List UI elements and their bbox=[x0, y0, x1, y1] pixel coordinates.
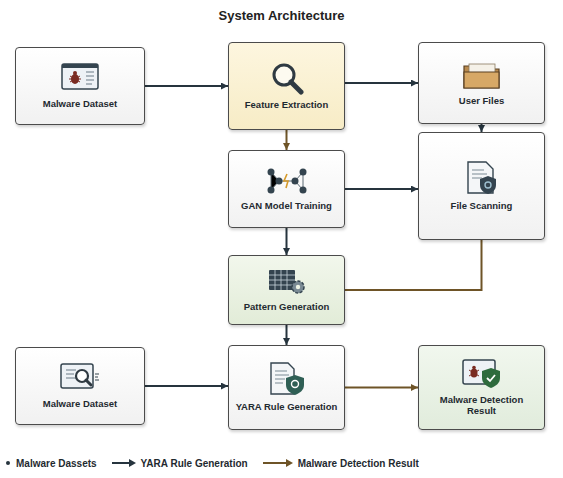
dataset-search-icon bbox=[58, 362, 102, 394]
legend-sample bbox=[111, 458, 137, 468]
flow-arrow bbox=[481, 124, 483, 132]
flow-arrow bbox=[345, 82, 418, 84]
dataset-icon bbox=[59, 62, 101, 94]
flow-arrow bbox=[145, 385, 228, 387]
process-box: GAN Model Training bbox=[228, 150, 345, 228]
process-box: Malware Dataset bbox=[15, 47, 145, 125]
flow-arrow bbox=[345, 240, 482, 290]
flow-arrow bbox=[286, 228, 288, 255]
process-box: Malware Detection Result bbox=[418, 345, 545, 430]
process-box: Feature Extraction bbox=[228, 42, 345, 130]
legend-item: Malware Dassets bbox=[4, 458, 97, 469]
result-icon bbox=[460, 358, 504, 390]
process-box: User Files bbox=[418, 42, 545, 124]
node-label: Feature Extraction bbox=[245, 100, 328, 111]
legend-sample bbox=[262, 458, 294, 468]
node-label: Malware Dataset bbox=[43, 99, 117, 110]
node-label: YARA Rule Generation bbox=[236, 402, 338, 413]
legend-text: YARA Rule Generation bbox=[141, 458, 248, 469]
legend-sample bbox=[4, 458, 12, 468]
diagram-title: System Architecture bbox=[0, 8, 563, 23]
rule-icon bbox=[266, 361, 308, 397]
flow-arrow bbox=[286, 130, 288, 150]
process-box: YARA Rule Generation bbox=[228, 345, 345, 430]
flow-arrow bbox=[286, 325, 288, 345]
process-box: Malware Dataset bbox=[15, 347, 145, 425]
node-label: File Scanning bbox=[451, 201, 513, 212]
node-label: User Files bbox=[459, 96, 504, 107]
flow-arrow bbox=[345, 188, 418, 190]
node-label: Pattern Generation bbox=[244, 302, 330, 313]
pattern-icon bbox=[266, 267, 308, 297]
network-icon bbox=[265, 166, 309, 196]
legend-text: Malware Dassets bbox=[16, 458, 97, 469]
scan-icon bbox=[462, 160, 502, 196]
node-label: GAN Model Training bbox=[241, 201, 332, 212]
folder-icon bbox=[461, 59, 503, 91]
flow-arrow bbox=[345, 387, 418, 389]
process-box: File Scanning bbox=[418, 132, 545, 240]
legend-text: Malware Detection Result bbox=[298, 458, 419, 469]
magnifier-icon bbox=[266, 61, 308, 95]
legend: Malware Dassets YARA Rule Generation Malwa… bbox=[4, 454, 560, 472]
legend-item: Malware Detection Result bbox=[262, 458, 419, 469]
node-label: Malware Dataset bbox=[43, 399, 117, 410]
legend-item: YARA Rule Generation bbox=[111, 458, 248, 469]
process-box: Pattern Generation bbox=[228, 255, 345, 325]
flow-arrow bbox=[145, 85, 228, 87]
node-label: Malware Detection Result bbox=[424, 395, 539, 417]
